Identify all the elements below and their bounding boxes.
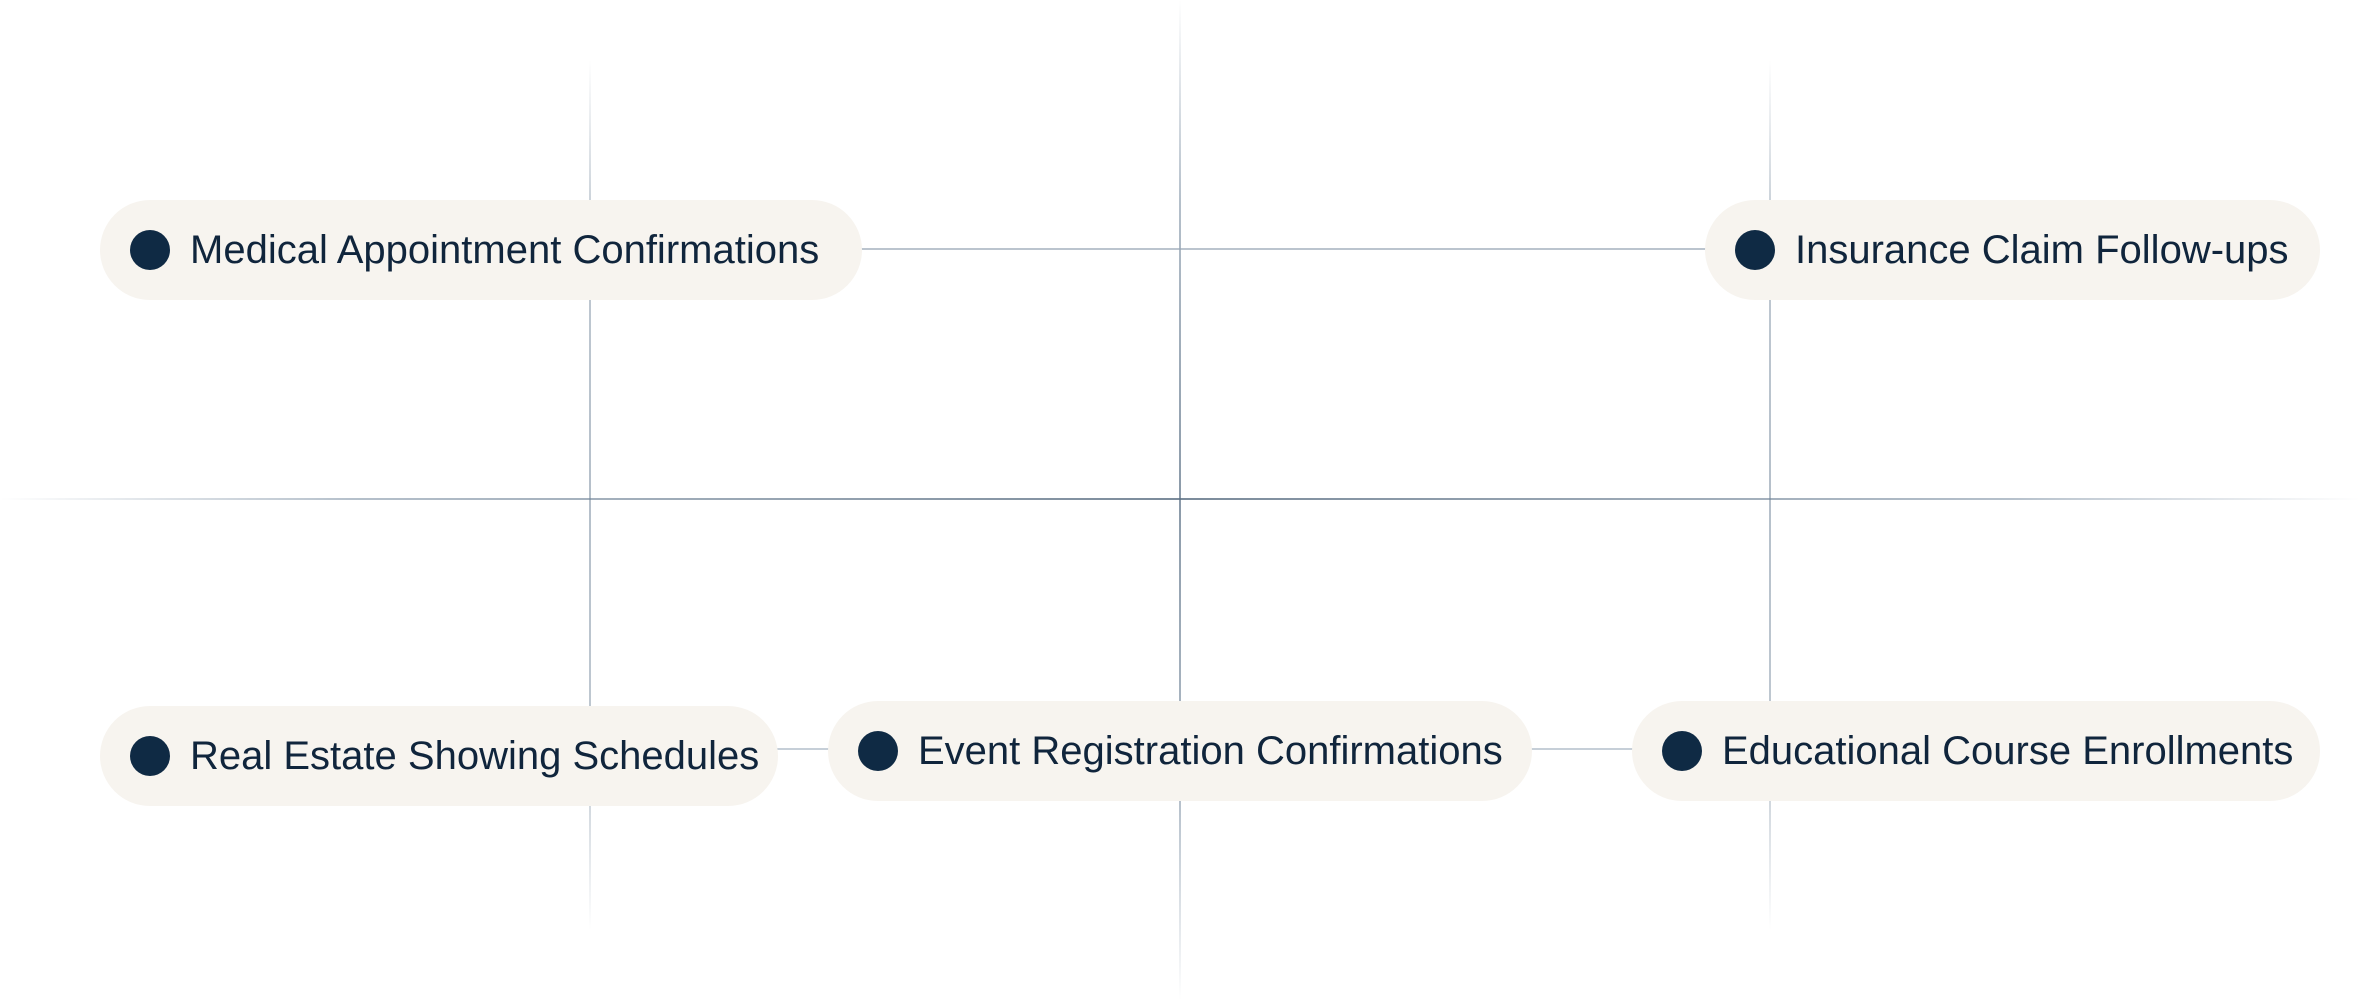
connector-bottom-left-line [770,748,860,750]
node-educational-course-enrollments: Educational Course Enrollments [1632,701,2320,801]
node-real-estate-showing-schedules: Real Estate Showing Schedules [100,706,778,806]
dot-icon [1662,731,1702,771]
connector-bottom-right-line [1520,748,1650,750]
node-label: Educational Course Enrollments [1722,728,2294,773]
connector-top-line [820,248,1720,250]
node-medical-appointment-confirmations: Medical Appointment Confirmations [100,200,862,300]
node-label: Event Registration Confirmations [918,728,1503,773]
dot-icon [1735,230,1775,270]
node-label: Medical Appointment Confirmations [190,227,820,272]
vertical-left-line [589,60,591,930]
node-insurance-claim-follow-ups: Insurance Claim Follow-ups [1705,200,2320,300]
vertical-right-line [1769,60,1771,930]
dot-icon [130,230,170,270]
node-label: Insurance Claim Follow-ups [1795,227,2289,272]
node-label: Real Estate Showing Schedules [190,733,760,778]
dot-icon [858,731,898,771]
dot-icon [130,736,170,776]
horizontal-middle-line [0,498,2360,500]
node-event-registration-confirmations: Event Registration Confirmations [828,701,1532,801]
vertical-center-line [1179,0,1181,1000]
